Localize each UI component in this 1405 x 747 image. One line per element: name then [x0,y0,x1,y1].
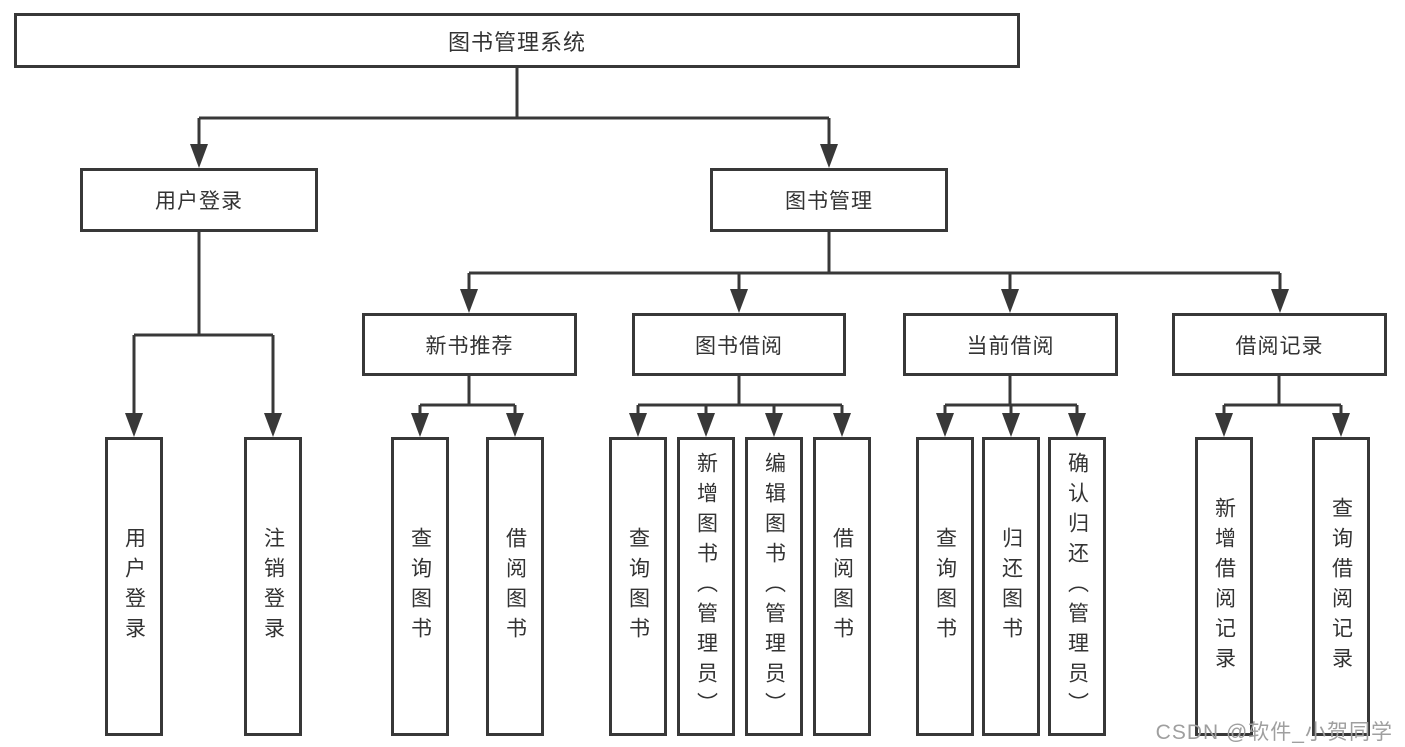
node-label: 当前借阅 [966,334,1055,358]
node-user-login: 用户登录 [80,168,318,232]
connector-root-to-level2 [190,68,838,168]
leaf-label: 编辑图书（管理员） [762,451,786,722]
leaf-label: 确认归还（管理员） [1065,451,1089,722]
node-borrow-records: 借阅记录 [1172,313,1387,376]
node-label: 图书借阅 [695,334,783,358]
leaf-return-books: 归还图书 [982,437,1040,736]
node-new-book-recommend: 新书推荐 [362,313,577,376]
connector-bookmgmt-to-level3 [460,232,1289,313]
leaf-label: 查询图书 [408,526,432,647]
leaf-label: 查询借阅记录 [1329,496,1353,677]
leaf-label: 新增图书（管理员） [694,451,718,722]
node-library-management-system: 图书管理系统 [14,13,1020,68]
node-book-borrow: 图书借阅 [632,313,846,376]
leaf-confirm-return-admin: 确认归还（管理员） [1048,437,1106,736]
leaf-borrow-books-recommend: 借阅图书 [486,437,544,736]
node-book-management: 图书管理 [710,168,948,232]
connector-userlogin-to-leaves [125,232,282,437]
leaf-add-borrow-record: 新增借阅记录 [1195,437,1253,736]
leaf-label: 查询图书 [626,526,650,647]
node-label: 借阅记录 [1235,334,1324,358]
leaf-query-borrow-record: 查询借阅记录 [1312,437,1370,736]
connector-borrow-to-leaves [629,376,851,437]
leaf-label: 借阅图书 [830,526,854,647]
leaf-edit-books-admin: 编辑图书（管理员） [745,437,803,736]
leaf-label: 归还图书 [999,526,1023,647]
node-label: 图书管理 [785,190,873,213]
leaf-user-login: 用户登录 [105,437,163,736]
node-label: 用户登录 [155,190,243,213]
node-label: 图书管理系统 [447,29,586,55]
connector-current-to-leaves [936,376,1086,437]
leaf-add-books-admin: 新增图书（管理员） [677,437,735,736]
leaf-label: 用户登录 [122,526,146,647]
leaf-label: 新增借阅记录 [1212,496,1236,677]
leaf-label: 注销登录 [261,526,285,647]
leaf-label: 借阅图书 [503,526,527,647]
node-current-borrow: 当前借阅 [903,313,1118,376]
csdn-watermark: CSDN @软件_小贺同学 [1155,721,1393,744]
leaf-query-books-recommend: 查询图书 [391,437,449,736]
connector-newbooks-to-leaves [411,376,524,437]
leaf-borrow-books: 借阅图书 [813,437,871,736]
leaf-query-books-borrow: 查询图书 [609,437,667,736]
leaf-query-books-current: 查询图书 [916,437,974,736]
leaf-label: 查询图书 [933,526,957,647]
connector-records-to-leaves [1215,376,1350,437]
node-label: 新书推荐 [425,334,514,358]
leaf-logout: 注销登录 [244,437,302,736]
